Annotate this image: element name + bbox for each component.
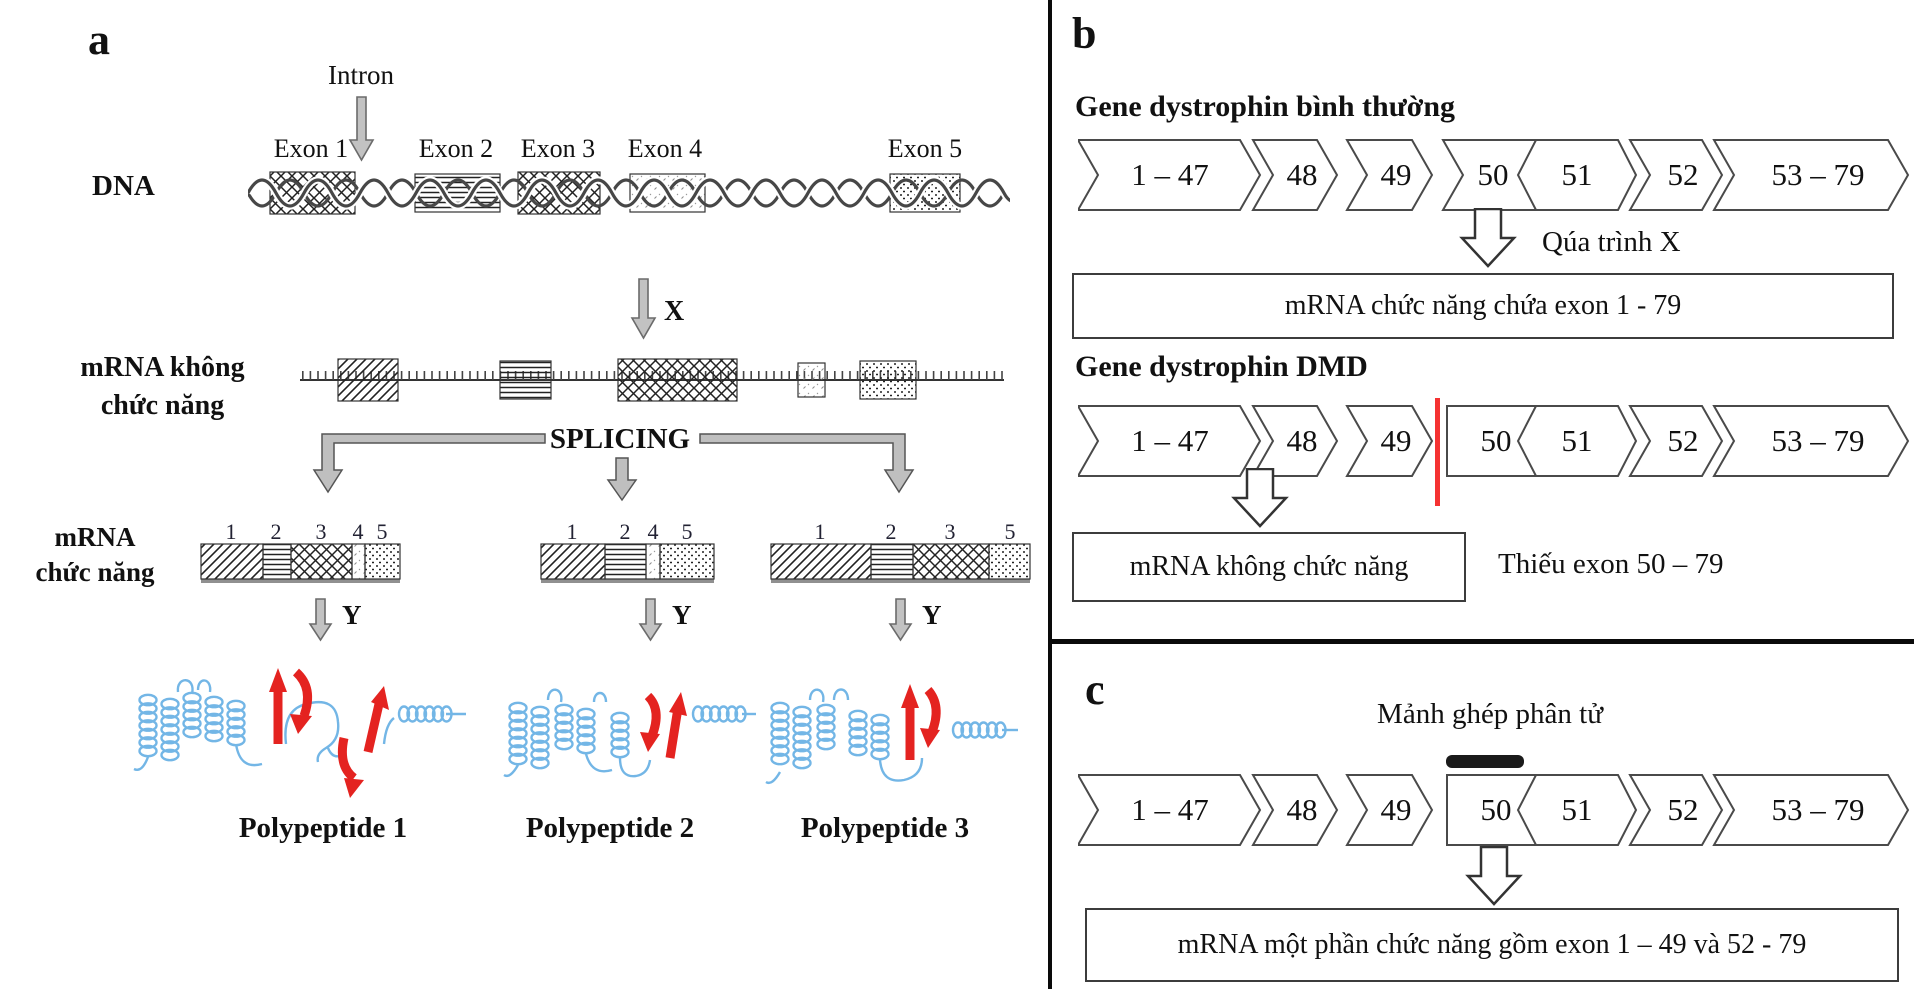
polypeptide-1-label: Polypeptide 1 xyxy=(238,812,408,844)
svg-text:53 – 79: 53 – 79 xyxy=(1772,157,1865,192)
svg-text:51: 51 xyxy=(1562,423,1593,458)
arrow-y-1-label: Y xyxy=(342,600,362,630)
svg-text:2: 2 xyxy=(620,522,631,544)
svg-text:52: 52 xyxy=(1668,792,1699,827)
svg-text:1: 1 xyxy=(815,522,826,544)
exon-4-label: Exon 4 xyxy=(627,134,703,163)
panel-a-label: a xyxy=(88,15,110,64)
polypeptide-2-label: Polypeptide 2 xyxy=(525,812,695,844)
patched-result-text: mRNA một phần chức năng gồm exon 1 – 49 … xyxy=(1177,929,1807,960)
translation-arrow-3-icon xyxy=(888,598,913,642)
svg-text:2: 2 xyxy=(271,522,282,544)
exon-5-label: Exon 5 xyxy=(887,134,963,163)
dmd-gene-heading: Gene dystrophin DMD xyxy=(1075,350,1368,383)
dmd-gene-exon-row: 1 – 47 48 49 50 51 52 53 – 79 xyxy=(1078,398,1910,506)
svg-text:3: 3 xyxy=(316,522,327,544)
dmd-result-text: mRNA không chức năng xyxy=(1129,551,1409,582)
polypeptide-3-label: Polypeptide 3 xyxy=(800,812,970,844)
intron-label: Intron xyxy=(328,60,394,90)
svg-text:49: 49 xyxy=(1381,157,1412,192)
dmd-note: Thiếu exon 50 – 79 xyxy=(1498,548,1724,580)
panel-b-label: b xyxy=(1072,9,1097,58)
normal-result-text: mRNA chức năng chứa exon 1 - 79 xyxy=(1284,290,1682,321)
svg-text:50: 50 xyxy=(1481,423,1512,458)
svg-text:51: 51 xyxy=(1562,157,1593,192)
splicing-label: SPLICING xyxy=(549,423,691,455)
svg-text:48: 48 xyxy=(1287,423,1318,458)
patch-label: Mảnh ghép phân tử xyxy=(1377,698,1603,730)
mature-mrna-label-line2: chức năng xyxy=(35,557,155,587)
horizontal-divider xyxy=(1052,639,1914,644)
svg-text:1 – 47: 1 – 47 xyxy=(1131,423,1209,458)
panel-c-label: c xyxy=(1085,665,1105,714)
pre-mrna-label-line2: chức năng xyxy=(100,390,225,421)
pre-mrna-strand xyxy=(300,358,1004,402)
vertical-divider xyxy=(1048,0,1052,989)
pre-mrna-label-line1: mRNA không xyxy=(80,352,245,383)
svg-text:3: 3 xyxy=(945,522,956,544)
polypeptide-1-drawing xyxy=(133,668,466,798)
patched-gene-exon-row: 1 – 47 48 49 50 51 52 53 – 79 xyxy=(1078,774,1910,846)
patched-result-box: mRNA một phần chức năng gồm exon 1 – 49 … xyxy=(1085,908,1899,982)
dna-helix xyxy=(248,171,1010,215)
mature-mrna-1: 1 2 3 4 5 xyxy=(200,522,401,583)
mature-mrna-label-line1: mRNA xyxy=(54,522,136,552)
svg-text:52: 52 xyxy=(1668,423,1699,458)
svg-text:5: 5 xyxy=(682,522,693,544)
mutation-break-line xyxy=(1435,398,1440,506)
svg-text:5: 5 xyxy=(1005,522,1016,544)
process-x-arrow-icon xyxy=(1459,208,1517,268)
transcription-arrow-icon xyxy=(630,278,657,340)
svg-text:53 – 79: 53 – 79 xyxy=(1772,423,1865,458)
arrow-y-3-label: Y xyxy=(922,600,942,630)
svg-text:52: 52 xyxy=(1668,157,1699,192)
svg-text:1 – 47: 1 – 47 xyxy=(1131,792,1209,827)
molecular-patch-bar xyxy=(1446,755,1524,768)
mature-mrna-2: 1 2 4 5 xyxy=(540,522,715,583)
dna-label: DNA xyxy=(92,170,155,202)
svg-text:51: 51 xyxy=(1562,792,1593,827)
svg-text:1: 1 xyxy=(567,522,578,544)
normal-gene-heading: Gene dystrophin bình thường xyxy=(1075,90,1456,123)
translation-arrow-2-icon xyxy=(638,598,663,642)
exon-2-label: Exon 2 xyxy=(418,134,494,163)
svg-text:1: 1 xyxy=(226,522,237,544)
translation-arrow-1-icon xyxy=(308,598,333,642)
exon-1-label: Exon 1 xyxy=(273,134,349,163)
exon-3-label: Exon 3 xyxy=(520,134,596,163)
svg-text:5: 5 xyxy=(377,522,388,544)
normal-result-box: mRNA chức năng chứa exon 1 - 79 xyxy=(1072,273,1894,339)
splicing-arrows xyxy=(312,433,915,502)
arrow-x-label: X xyxy=(664,296,685,327)
svg-text:48: 48 xyxy=(1287,157,1318,192)
dmd-process-arrow-icon xyxy=(1231,468,1289,528)
intron-arrow-icon xyxy=(348,96,375,162)
svg-text:53 – 79: 53 – 79 xyxy=(1772,792,1865,827)
polypeptide-2-drawing xyxy=(503,688,756,778)
svg-text:4: 4 xyxy=(353,522,364,544)
dmd-result-box: mRNA không chức năng xyxy=(1072,532,1466,602)
patched-process-arrow-icon xyxy=(1465,846,1523,906)
svg-text:1 – 47: 1 – 47 xyxy=(1131,157,1209,192)
normal-gene-exon-row: 1 – 47 48 49 50 51 52 53 – 79 xyxy=(1078,139,1910,211)
svg-text:49: 49 xyxy=(1381,792,1412,827)
svg-text:49: 49 xyxy=(1381,423,1412,458)
svg-text:2: 2 xyxy=(886,522,897,544)
arrow-y-2-label: Y xyxy=(672,600,692,630)
mature-mrna-3: 1 2 3 5 xyxy=(770,522,1031,583)
svg-text:4: 4 xyxy=(648,522,659,544)
process-x-label: Qúa trình X xyxy=(1542,226,1681,258)
polypeptide-3-drawing xyxy=(765,684,1018,785)
svg-text:50: 50 xyxy=(1478,157,1509,192)
svg-text:48: 48 xyxy=(1287,792,1318,827)
svg-text:50: 50 xyxy=(1481,792,1512,827)
